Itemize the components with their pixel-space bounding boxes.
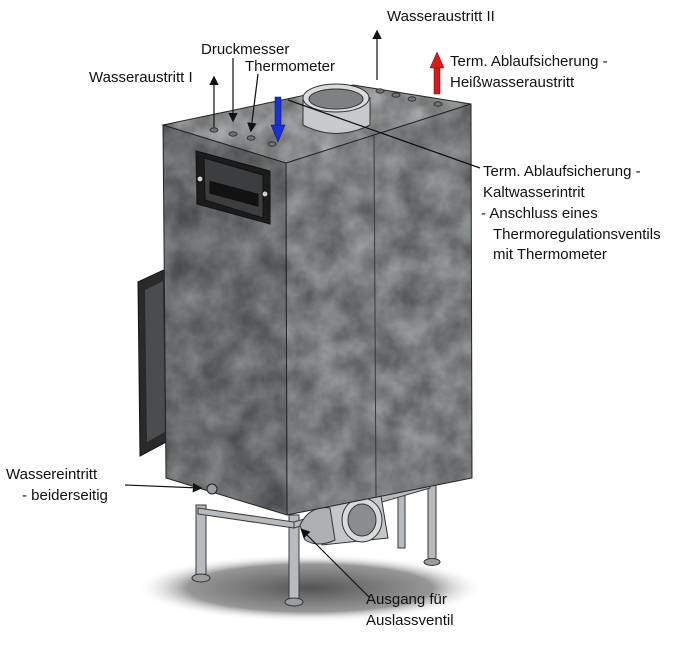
label-wassereintritt-line1: Wassereintritt <box>6 466 98 483</box>
leg-front-left <box>195 504 207 576</box>
side-seam <box>373 134 377 499</box>
leader-lines <box>124 29 481 599</box>
leader-wassereintritt <box>124 482 203 493</box>
foot-front-left <box>191 573 211 583</box>
foot-front-right <box>284 597 304 607</box>
leader-thermometer <box>247 73 259 133</box>
label-thermometer: Thermometer <box>245 58 336 75</box>
label-wasseraustritt-ii: Wasseraustritt II <box>387 8 495 25</box>
label-wasseraustritt-i: Wasseraustritt I <box>89 69 193 86</box>
flue-collar <box>302 83 371 134</box>
label-ausgang-line1: Ausgang für <box>366 591 447 608</box>
cold-water-arrow <box>270 96 286 143</box>
label-term-cold-line4: Thermoregulationsventils <box>493 226 661 243</box>
label-term-cold-line1: Term. Ablaufsicherung - <box>483 163 641 180</box>
label-term-hot-line1: Term. Ablaufsicherung - <box>450 53 608 70</box>
foot-back-right <box>423 558 441 566</box>
label-term-cold-line5: mit Thermometer <box>493 246 607 263</box>
label-term-cold-line3: - Anschluss eines <box>481 205 598 222</box>
top-fittings <box>209 88 443 147</box>
side-door <box>137 267 171 457</box>
label-druckmesser: Druckmesser <box>201 41 290 58</box>
water-inlet-fitting <box>206 483 218 495</box>
leg-back-right <box>427 479 437 561</box>
floor-shadow <box>135 554 485 622</box>
leader-term-cold <box>287 99 481 169</box>
label-ausgang-line2: Auslassventil <box>366 612 454 629</box>
label-term-hot-line2: Heißwasseraustritt <box>450 74 575 91</box>
leader-ausgang <box>300 528 371 599</box>
label-term-cold-line2: Kaltwasserintrit <box>483 184 585 201</box>
hot-water-arrow <box>429 51 445 95</box>
front-grille <box>195 150 271 225</box>
leg-feet <box>191 558 441 607</box>
label-wassereintritt-line2: - beiderseitig <box>22 487 108 504</box>
